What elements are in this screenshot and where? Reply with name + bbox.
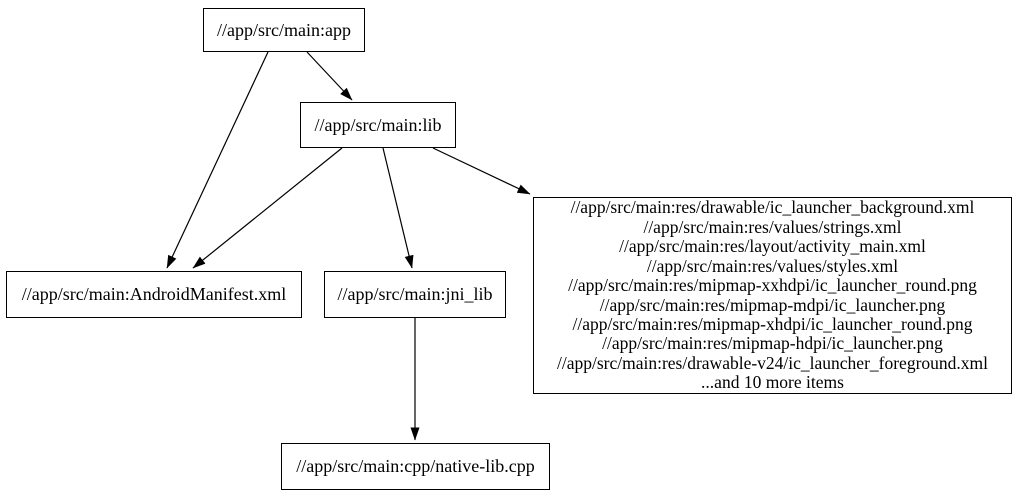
node-android-manifest: //app/src/main:AndroidManifest.xml xyxy=(6,271,302,318)
resource-item: //app/src/main:res/mipmap-hdpi/ic_launch… xyxy=(602,333,943,354)
resource-item: //app/src/main:res/values/styles.xml xyxy=(646,255,899,276)
node-native-lib-cpp-label: //app/src/main:cpp/native-lib.cpp xyxy=(296,456,535,476)
edge-lib-to-resources xyxy=(432,147,531,195)
resource-item: //app/src/main:res/layout/activity_main.… xyxy=(619,236,926,257)
resource-item: //app/src/main:res/mipmap-xxhdpi/ic_laun… xyxy=(568,275,977,296)
node-app: //app/src/main:app xyxy=(203,8,365,52)
resource-item: //app/src/main:res/drawable/ic_launcher_… xyxy=(570,197,975,218)
node-lib: //app/src/main:lib xyxy=(300,102,456,148)
edge-app-to-lib xyxy=(306,51,353,101)
node-app-label: //app/src/main:app xyxy=(217,19,351,40)
node-jni-lib: //app/src/main:jni_lib xyxy=(324,271,506,318)
resource-item: //app/src/main:res/values/strings.xml xyxy=(643,216,902,237)
node-android-manifest-label: //app/src/main:AndroidManifest.xml xyxy=(21,284,287,304)
edge-lib-to-jni-lib xyxy=(382,147,414,269)
edge-app-to-manifest xyxy=(166,51,269,269)
resource-item: //app/src/main:res/mipmap-mdpi/ic_launch… xyxy=(599,294,946,315)
resource-more-items: ...and 10 more items xyxy=(701,372,844,393)
resource-item: //app/src/main:res/mipmap-xhdpi/ic_launc… xyxy=(572,313,973,334)
node-lib-label: //app/src/main:lib xyxy=(314,114,442,135)
edge-lib-to-manifest xyxy=(192,147,343,269)
node-native-lib-cpp: //app/src/main:cpp/native-lib.cpp xyxy=(281,443,550,490)
resource-item: //app/src/main:res/drawable-v24/ic_launc… xyxy=(556,352,989,373)
node-resources: //app/src/main:res/drawable/ic_launcher_… xyxy=(533,197,1012,394)
node-jni-lib-label: //app/src/main:jni_lib xyxy=(337,284,493,304)
